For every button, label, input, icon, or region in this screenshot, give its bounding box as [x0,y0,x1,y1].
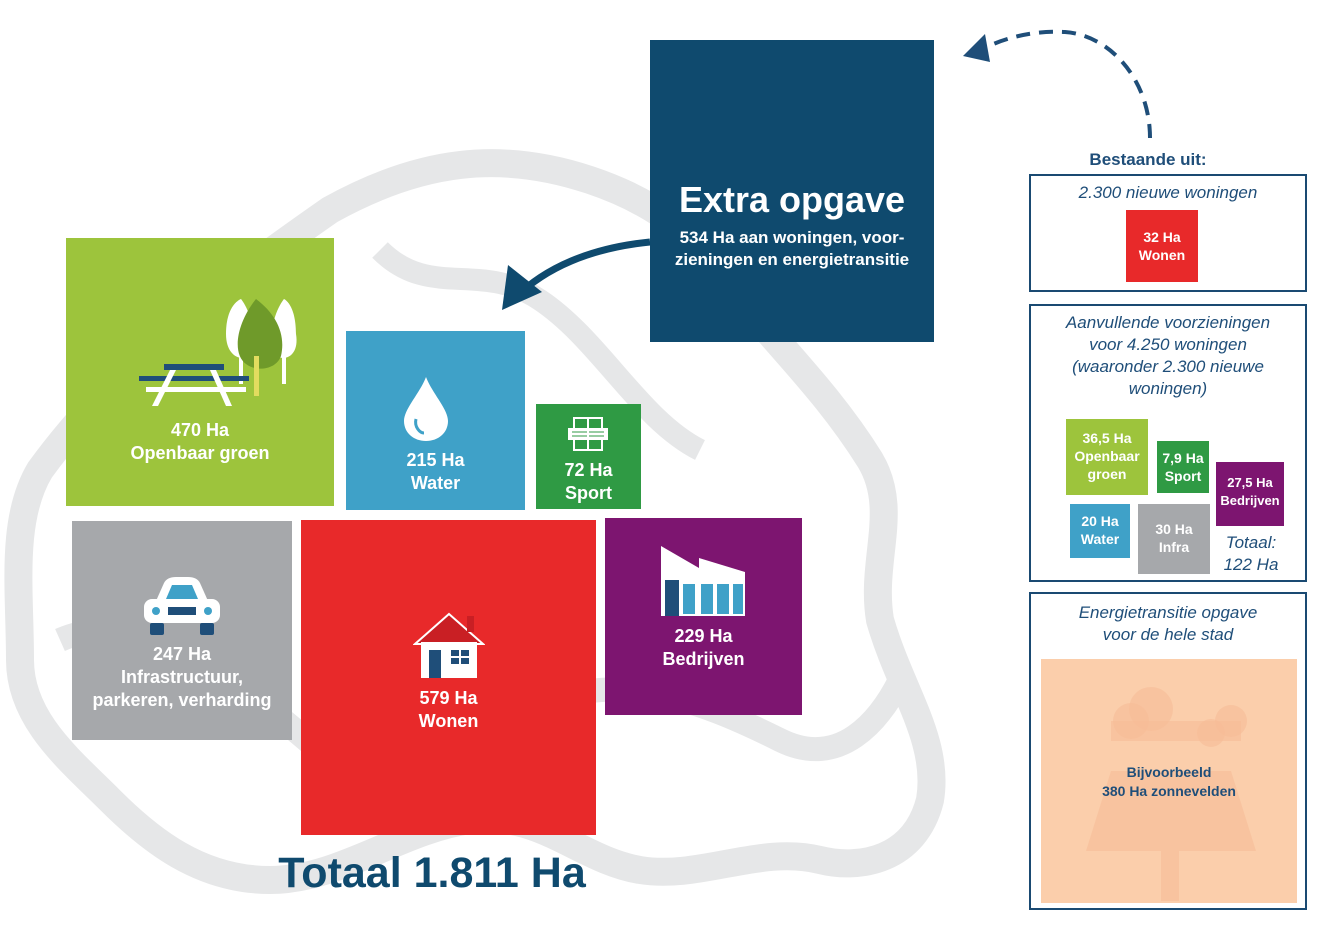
bedrijven-ha: 229 Ha [674,626,733,646]
box2-title-1: Aanvullende voorzieningen [1065,313,1271,332]
infra-line2: parkeren, verharding [92,690,272,710]
extra-opgave-line2: zieningen en energietransitie [674,250,910,269]
groen-ha: 470 Ha [170,420,230,440]
sport-ha: 72 Ha [564,460,613,480]
box3-title-1: Energietransitie opgave [1078,603,1258,622]
box2-totaal-1: Totaal: [1225,533,1277,552]
infra-ha: 247 Ha [152,644,212,664]
tile-wonen: 579 Ha Wonen [301,520,596,835]
box2-title-4: woningen) [1128,379,1208,398]
picnic-trees-icon [139,299,297,406]
box2-sport-ha: 7,9 Ha [1162,450,1204,466]
water-drop-icon [404,377,448,441]
box2-infra-label: Infra [1158,539,1190,555]
box3-line2: 380 Ha zonnevelden [1102,783,1236,799]
extra-opgave-line1: 534 Ha aan woningen, voor- [679,228,905,247]
dashed-arrow-to-extra [984,29,1152,139]
arrowhead-main [502,265,542,310]
sport-goal-icon [568,417,608,451]
water-label: Water [410,473,461,493]
panel-energietransitie: Energietransitie opgave voor de hele sta… [1029,592,1307,910]
box3-title-2: voor de hele stad [1102,625,1234,644]
box2-sport-label: Sport [1164,468,1202,484]
box1-wonen-ha: 32 Ha [1143,229,1181,245]
box2-sport-tile: 7,9 Ha Sport [1157,441,1209,493]
extra-opgave-box: Extra opgave 534 Ha aan woningen, voor- … [650,40,934,342]
box2-water-label: Water [1080,531,1120,547]
wonen-label: Wonen [418,711,479,731]
box2-groen-l1: Openbaar [1074,448,1140,464]
factory-icon [661,546,745,616]
box2-infra-tile: 30 Ha Infra [1138,504,1210,574]
box3-line1: Bijvoorbeeld [1126,764,1212,780]
panel-aanvullende-voorzieningen: Aanvullende voorzieningen voor 4.250 won… [1029,304,1307,582]
total-label: Totaal 1.811 Ha [278,849,586,897]
box1-wonen-label: Wonen [1138,247,1186,263]
panel-nieuwe-woningen: 2.300 nieuwe woningen 32 Ha Wonen [1029,174,1307,292]
box2-title-3: (waaronder 2.300 nieuwe [1072,357,1264,376]
box2-bedrijven-label: Bedrijven [1220,493,1280,508]
water-ha: 215 Ha [406,450,465,470]
wonen-ha: 579 Ha [419,688,478,708]
box1-title: 2.300 nieuwe woningen [1078,183,1258,202]
tile-openbaar-groen: 470 Ha Openbaar groen [66,238,334,506]
extra-opgave-title: Extra opgave [678,179,906,220]
box2-bedrijven-ha: 27,5 Ha [1227,475,1273,490]
side-heading: Bestaande uit: [1089,150,1207,169]
dashed-arrowhead [963,34,990,62]
box1-wonen-tile: 32 Ha Wonen [1126,210,1198,282]
car-icon [144,577,220,635]
box2-bedrijven-tile: 27,5 Ha Bedrijven [1216,462,1284,526]
box2-groen-ha: 36,5 Ha [1082,430,1132,446]
tile-infrastructuur: 247 Ha Infrastructuur, parkeren, verhard… [72,521,292,740]
house-icon [413,612,485,678]
tile-bedrijven: 229 Ha Bedrijven [605,518,802,715]
box2-water-tile: 20 Ha Water [1070,504,1130,558]
box2-water-ha: 20 Ha [1081,513,1119,529]
box2-groen-tile: 36,5 Ha Openbaar groen [1066,419,1148,495]
infra-line1: Infrastructuur, [120,667,244,687]
solar-field-tile: Bijvoorbeeld 380 Ha zonnevelden [1041,659,1297,903]
solar-panel-icon [1086,687,1256,901]
bedrijven-label: Bedrijven [662,649,745,669]
box2-title-2: voor 4.250 woningen [1089,335,1247,354]
groen-label: Openbaar groen [130,443,270,463]
box2-groen-l2: groen [1087,466,1127,482]
tile-sport: 72 Ha Sport [536,404,641,509]
tile-water: 215 Ha Water [346,331,525,510]
box2-totaal-2: 122 Ha [1223,555,1279,574]
sport-label: Sport [565,483,612,503]
box2-infra-ha: 30 Ha [1155,521,1193,537]
